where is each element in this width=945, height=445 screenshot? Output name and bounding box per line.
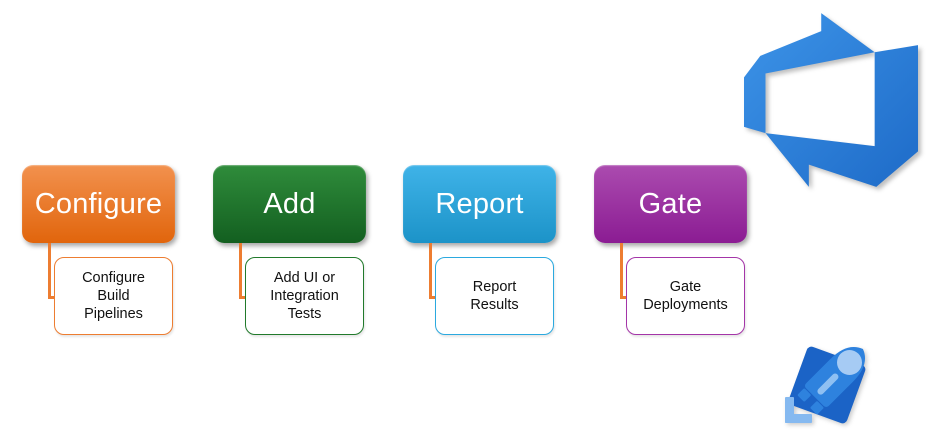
step-detail-label: Configure Build Pipelines <box>82 270 145 322</box>
step-detail-add: Add UI or Integration Tests <box>245 257 364 335</box>
step-box-add: Add <box>213 165 366 243</box>
step-box-configure: Configure <box>22 165 175 243</box>
step-label: Gate <box>638 187 703 220</box>
step-detail-label: Report Results <box>470 279 519 313</box>
launch-bracket-shape <box>785 397 812 423</box>
elbow-connector <box>620 243 631 299</box>
elbow-connector <box>429 243 440 299</box>
step-add: Add Add UI or Integration Tests <box>213 165 366 337</box>
elbow-connector <box>239 243 250 299</box>
step-label: Report <box>435 187 524 220</box>
step-gate: Gate Gate Deployments <box>594 165 747 337</box>
step-report: Report Report Results <box>403 165 556 337</box>
rocket-stripe <box>817 373 839 395</box>
step-detail-report: Report Results <box>435 257 554 335</box>
rocket-window <box>837 349 863 375</box>
step-detail-gate: Gate Deployments <box>626 257 745 335</box>
azure-devops-logo-icon <box>744 13 918 187</box>
step-box-gate: Gate <box>594 165 747 243</box>
step-box-report: Report <box>403 165 556 243</box>
step-configure: Configure Configure Build Pipelines <box>22 165 175 337</box>
rocket-shape <box>797 347 865 415</box>
step-label: Configure <box>34 187 163 220</box>
step-label: Add <box>263 187 316 220</box>
elbow-connector <box>48 243 59 299</box>
step-detail-configure: Configure Build Pipelines <box>54 257 173 335</box>
step-detail-label: Gate Deployments <box>643 279 728 313</box>
step-detail-label: Add UI or Integration Tests <box>270 270 339 322</box>
azure-pipelines-rocket-icon <box>785 346 866 424</box>
